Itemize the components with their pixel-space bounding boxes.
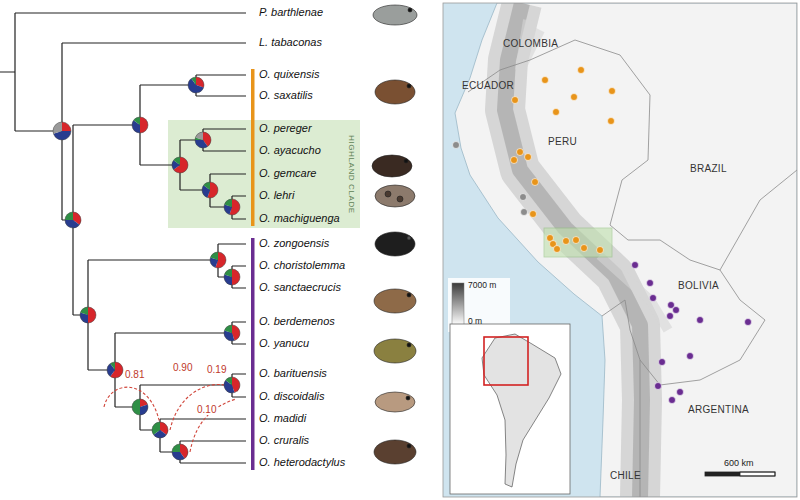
pie-outline: [172, 444, 188, 460]
country-name: BOLIVIA: [678, 280, 719, 291]
species-name: O. choristolemma: [259, 259, 345, 271]
pie-outline: [53, 122, 71, 140]
clade-bar: [251, 69, 255, 226]
pie-sector: [152, 422, 160, 435]
pie-outline: [80, 307, 96, 323]
pie-sector: [195, 140, 208, 148]
species-name: P. barthlenae: [259, 6, 323, 18]
pie-sector: [172, 452, 185, 460]
pie-outline: [132, 117, 148, 133]
species-name: O. ayacucho: [259, 144, 321, 156]
species-name: O. pereger: [259, 122, 312, 134]
species-name: O. machiguenga: [259, 212, 340, 224]
country-name: ECUADOR: [462, 80, 514, 91]
species-name: O. lehri: [259, 189, 294, 201]
reticulation-lines: [104, 384, 238, 452]
species-name: O. cruralis: [259, 434, 309, 446]
pie-sector: [132, 399, 140, 415]
scale-label: 600 km: [724, 459, 754, 469]
species-name: O. quixensis: [259, 68, 320, 80]
frog-photos: [372, 5, 417, 464]
pie-outline: [172, 157, 188, 173]
inheritance-probability: 0.90: [172, 362, 193, 373]
inheritance-probability: 0.19: [206, 364, 227, 375]
species-name: O. discoidalis: [259, 390, 324, 402]
elevation-value: 0 m: [468, 317, 482, 326]
pie-outline: [132, 399, 148, 415]
species-name: O. madidi: [259, 412, 306, 424]
pie-sector: [232, 269, 240, 285]
pie-sector: [140, 117, 148, 133]
elevation-value: 7000 m: [468, 281, 496, 290]
pie-sector: [88, 307, 96, 323]
clade-band: HIGHLAND CLADE: [168, 120, 360, 228]
pie-outline: [195, 132, 211, 148]
species-name: O. heterodactylus: [259, 456, 345, 468]
inheritance-probability: 0.10: [196, 404, 217, 415]
ancestral-state-pies: [53, 77, 240, 460]
pie-outline: [224, 199, 240, 215]
species-name: O. zongoensis: [259, 237, 329, 249]
pie-sector: [53, 122, 62, 134]
pie-outline: [202, 182, 218, 198]
species-name: O. yanucu: [259, 337, 309, 349]
country-name: CHILE: [610, 470, 641, 481]
country-name: COLOMBIA: [503, 38, 558, 49]
pie-outline: [210, 252, 226, 268]
species-name: O. sanctaecrucis: [259, 281, 341, 293]
country-name: BRAZIL: [690, 163, 727, 174]
clade-bar: [251, 238, 255, 470]
species-name: O. saxatilis: [259, 89, 313, 101]
species-name: O. gemcare: [259, 167, 316, 179]
pie-outline: [224, 377, 240, 393]
pie-sector: [174, 157, 180, 165]
inheritance-probability: 0.81: [124, 369, 145, 380]
pie-outline: [107, 362, 123, 378]
pie-outline: [224, 325, 240, 341]
pie-sector: [134, 117, 140, 125]
clade-label: HIGHLAND CLADE: [346, 135, 355, 214]
country-name: PERU: [548, 136, 577, 147]
species-name: O. barituensis: [259, 367, 327, 379]
pie-outline: [188, 77, 204, 93]
highland-band-fill: [168, 120, 360, 228]
pie-outline: [65, 212, 81, 228]
pie-outline: [224, 269, 240, 285]
pie-sector: [204, 182, 210, 190]
country-name: ARGENTINA: [688, 404, 749, 415]
pie-sector: [140, 405, 148, 415]
pie-sector: [226, 377, 232, 385]
map: [443, 3, 797, 497]
pie-outline: [152, 422, 168, 438]
phylogeny: [0, 13, 246, 463]
species-name: O. berdemenos: [259, 315, 335, 327]
species-name: L. tabaconas: [259, 36, 322, 48]
